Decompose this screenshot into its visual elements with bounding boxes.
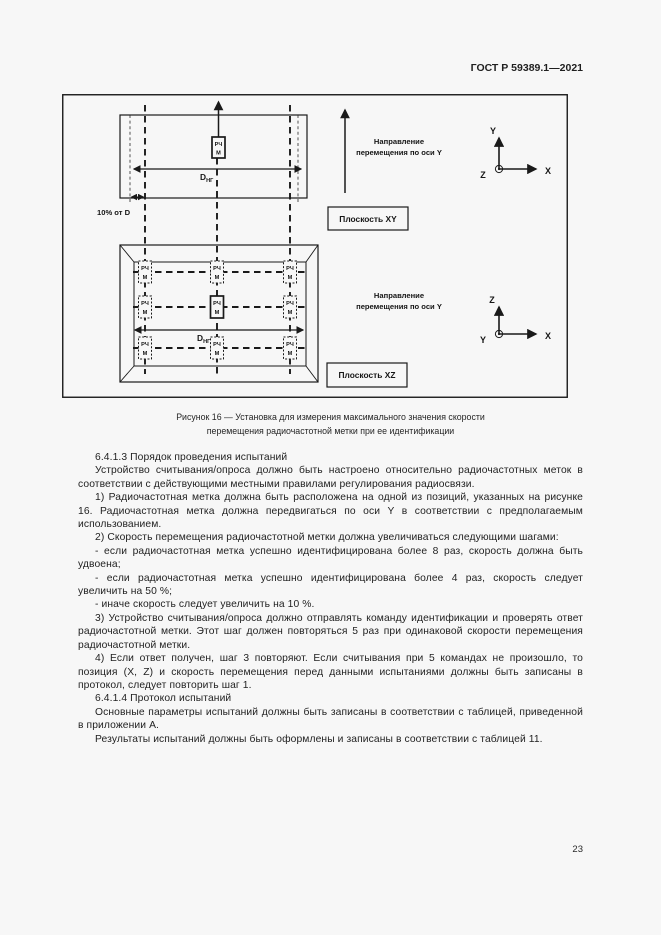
list-item-step2c: - иначе скорость следует увеличить на 10…: [95, 599, 315, 611]
direction-label-xz-2: перемещения по оси Y: [356, 302, 442, 311]
svg-text:РЧ: РЧ: [213, 342, 221, 348]
svg-text:М: М: [288, 310, 293, 316]
svg-text:РЧ: РЧ: [286, 342, 294, 348]
svg-text:Плоскость XY: Плоскость XY: [339, 214, 397, 224]
diagram-plane-xz: DНГ РЧ М РЧ М РЧ М РЧ М РЧ М РЧ: [119, 244, 551, 388]
rfid-tag-marker-center: РЧ М: [209, 295, 225, 319]
paragraph-params: Основные параметры испытаний должны быть…: [78, 706, 583, 732]
rfid-tag-marker: РЧ М: [210, 260, 224, 284]
body-text: 6.4.1.3 Порядок проведения испытаний Уст…: [78, 451, 583, 746]
svg-text:РЧ: РЧ: [141, 301, 149, 307]
list-item-step4: 4) Если ответ получен, шаг 3 повторяют. …: [78, 653, 583, 691]
svg-text:М: М: [215, 351, 220, 357]
svg-text:М: М: [216, 151, 221, 157]
tunnel-outer-rect: [119, 244, 319, 383]
rfid-tag-marker: РЧ М: [211, 136, 226, 159]
figure-caption-line2: перемещения радиочастотной метки при ее …: [206, 425, 455, 436]
svg-text:М: М: [215, 310, 220, 316]
diagram-plane-xy: DНГ 10% от D РЧ М Направление перемещени…: [97, 100, 551, 231]
distance-label-xz: DНГ: [197, 333, 211, 345]
svg-text:РЧ: РЧ: [213, 266, 221, 272]
axis-y-label: Y: [490, 126, 496, 136]
axis-z-label: Z: [489, 295, 495, 305]
axis-z-label: Z: [480, 170, 486, 180]
rfid-tag-marker: РЧ М: [138, 336, 152, 360]
svg-text:М: М: [215, 275, 220, 281]
page-number: 23: [572, 844, 583, 855]
svg-text:М: М: [143, 310, 148, 316]
direction-label-xz: Направление: [374, 291, 424, 300]
svg-text:Плоскость XZ: Плоскость XZ: [339, 370, 396, 380]
list-item-step1: 1) Радиочастотная метка должна быть расп…: [78, 492, 583, 531]
svg-text:РЧ: РЧ: [215, 142, 223, 148]
svg-text:РЧ: РЧ: [286, 301, 294, 307]
svg-text:РЧ: РЧ: [141, 342, 149, 348]
axis-x-label: X: [545, 331, 551, 341]
figure-caption: Рисунок 16 — Установка для измерения мак…: [78, 411, 583, 438]
rfid-tag-marker: РЧ М: [283, 295, 297, 319]
svg-text:М: М: [143, 351, 148, 357]
direction-label-xy-2: перемещения по оси Y: [356, 148, 442, 157]
list-item-step2: 2) Скорость перемещения радиочастотной м…: [95, 532, 559, 544]
rfid-tag-marker: РЧ М: [210, 336, 224, 360]
standard-designation: ГОСТ Р 59389.1—2021: [470, 62, 583, 74]
figure-border: [62, 94, 568, 398]
rfid-tag-marker: РЧ М: [283, 260, 297, 284]
figure-16-svg: DНГ 10% от D РЧ М Направление перемещени…: [62, 94, 568, 398]
list-item-step2b: - если радиочастотная метка успешно иден…: [78, 572, 583, 598]
axis-y-label: Y: [480, 335, 486, 345]
svg-text:РЧ: РЧ: [213, 301, 221, 307]
axes-xz: Z X Y: [480, 295, 551, 345]
list-item-step2a: - если радиочастотная метка успешно иден…: [78, 545, 583, 571]
figure-caption-line1: Рисунок 16 — Установка для измерения мак…: [176, 412, 485, 422]
axes-xy: Y X Z: [480, 126, 551, 180]
section-heading-6413: 6.4.1.3 Порядок проведения испытаний: [95, 452, 288, 463]
paragraph-results: Результаты испытаний должны быть оформле…: [95, 733, 543, 745]
plane-xy-box: Плоскость XY: [327, 206, 409, 231]
paragraph-setup: Устройство считывания/опроса должно быть…: [78, 465, 583, 490]
svg-text:М: М: [143, 275, 148, 281]
rfid-tag-marker: РЧ М: [138, 260, 152, 284]
ten-percent-label: 10% от D: [97, 208, 131, 217]
rfid-tag-marker: РЧ М: [283, 336, 297, 360]
distance-label-xy: DНГ: [200, 172, 214, 184]
svg-text:РЧ: РЧ: [286, 266, 294, 272]
rfid-tag-marker: РЧ М: [138, 295, 152, 319]
svg-text:М: М: [288, 351, 293, 357]
direction-label-xy: Направление: [374, 137, 424, 146]
section-heading-6414: 6.4.1.4 Протокол испытаний: [95, 693, 232, 705]
reader-zone-rect: [119, 114, 308, 199]
figure-16: DНГ 10% от D РЧ М Направление перемещени…: [62, 94, 568, 398]
axis-x-label: X: [545, 166, 551, 176]
svg-text:РЧ: РЧ: [141, 266, 149, 272]
svg-text:М: М: [288, 275, 293, 281]
plane-xz-box: Плоскость XZ: [326, 362, 408, 388]
list-item-step3: 3) Устройство считывания/опроса должно о…: [78, 612, 583, 651]
